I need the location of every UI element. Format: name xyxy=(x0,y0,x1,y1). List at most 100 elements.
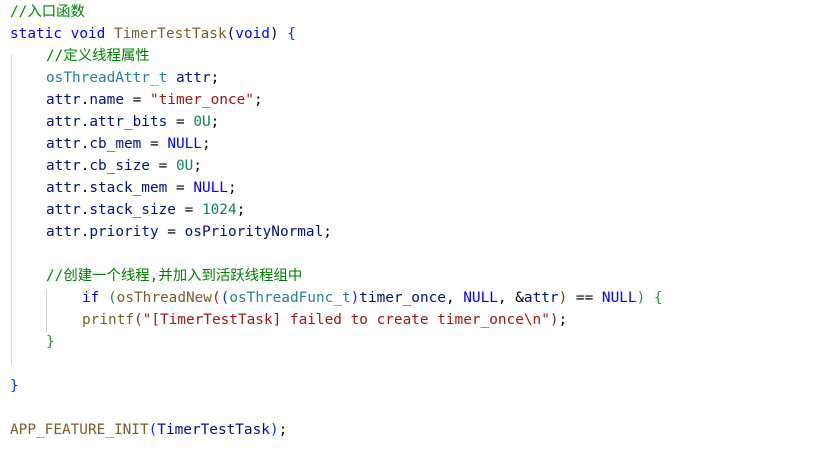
code-function: osThreadNew xyxy=(116,290,212,306)
code-punctuation: = xyxy=(167,114,194,130)
code-identifier: timer_once xyxy=(359,290,446,306)
code-punctuation: = xyxy=(167,180,194,196)
code-identifier: name xyxy=(89,92,124,108)
code-line-4: osThreadAttr_t attr; xyxy=(46,67,219,89)
code-identifier: priority xyxy=(89,224,159,240)
code-line-2: static void TimerTestTask(void) { xyxy=(10,23,296,45)
code-line-10: attr.stack_size = 1024; xyxy=(46,199,245,221)
code-bracket: } xyxy=(10,378,19,394)
code-line-15: printf("[TimerTestTask] failed to create… xyxy=(82,309,567,331)
code-number: 0U xyxy=(193,114,211,130)
code-punctuation xyxy=(99,290,108,306)
code-punctuation xyxy=(167,70,176,86)
code-type: osThreadFunc_t xyxy=(229,290,351,306)
code-bracket: ) xyxy=(350,290,360,306)
code-identifier: attr xyxy=(46,224,81,240)
code-bracket: ( xyxy=(211,290,221,306)
code-punctuation: . xyxy=(80,158,90,174)
code-comment: //定义线程属性 xyxy=(46,48,150,64)
code-punctuation: = xyxy=(123,92,150,108)
code-keyword: static xyxy=(10,26,62,42)
code-punctuation: = xyxy=(141,136,168,152)
code-comment: //入口函数 xyxy=(10,4,85,20)
code-bracket: ( xyxy=(220,290,230,306)
code-bracket: ( xyxy=(108,290,117,306)
code-punctuation: . xyxy=(80,202,90,218)
code-string: "timer_once" xyxy=(149,92,254,108)
code-keyword: void xyxy=(70,26,106,42)
code-identifier: attr_bits xyxy=(89,114,168,130)
code-identifier: attr xyxy=(523,290,559,306)
code-identifier: TimerTestTask xyxy=(157,422,270,438)
code-punctuation: == xyxy=(567,290,602,306)
code-keyword: if xyxy=(82,290,100,306)
code-punctuation: ; xyxy=(227,180,237,196)
code-punctuation: ; xyxy=(236,202,246,218)
code-keyword: NULL xyxy=(463,290,498,306)
code-identifier: cb_size xyxy=(89,158,150,174)
code-punctuation: , xyxy=(445,290,464,306)
code-type: osThreadAttr_t xyxy=(46,70,168,86)
code-bracket: ( xyxy=(133,312,143,328)
code-identifier: stack_size xyxy=(89,202,176,218)
code-punctuation: ; xyxy=(210,114,220,130)
code-punctuation xyxy=(62,26,71,42)
code-line-16: } xyxy=(46,331,55,353)
code-function: printf xyxy=(82,312,134,328)
code-punctuation: = xyxy=(158,224,185,240)
code-punctuation: ; xyxy=(210,70,220,86)
code-number: 1024 xyxy=(201,202,237,218)
code-bracket: ) xyxy=(636,290,646,306)
code-punctuation: ) xyxy=(269,26,288,42)
code-function: TimerTestTask xyxy=(113,26,227,42)
code-punctuation: ; xyxy=(278,422,288,438)
code-identifier: stack_mem xyxy=(89,180,168,196)
code-identifier: attr xyxy=(46,114,81,130)
code-punctuation: , & xyxy=(497,290,524,306)
code-keyword: NULL xyxy=(601,290,637,306)
code-punctuation: = xyxy=(175,202,202,218)
code-string: "[TimerTestTask] failed to create timer_… xyxy=(142,312,550,328)
code-bracket: ) xyxy=(269,422,279,438)
code-punctuation: ; xyxy=(201,136,211,152)
code-punctuation: ; xyxy=(253,92,263,108)
code-identifier: osPriorityNormal xyxy=(184,224,324,240)
code-identifier: attr xyxy=(175,70,211,86)
code-punctuation: . xyxy=(80,180,90,196)
code-bracket: ( xyxy=(148,422,158,438)
code-punctuation xyxy=(105,26,114,42)
code-punctuation: . xyxy=(80,136,90,152)
code-keyword: void xyxy=(235,26,270,42)
code-line-20: APP_FEATURE_INIT(TimerTestTask); xyxy=(10,419,287,441)
code-punctuation: ( xyxy=(226,26,236,42)
code-bracket: { xyxy=(287,26,296,42)
code-punctuation: . xyxy=(80,92,90,108)
code-function: APP_FEATURE_INIT xyxy=(10,422,149,438)
code-keyword: NULL xyxy=(167,136,202,152)
code-number: 0U xyxy=(175,158,194,174)
code-punctuation: ; xyxy=(323,224,332,240)
code-identifier: attr xyxy=(46,202,81,218)
code-line-11: attr.priority = osPriorityNormal; xyxy=(46,221,332,243)
code-line-6: attr.attr_bits = 0U; xyxy=(46,111,219,133)
code-bracket: ) xyxy=(549,312,559,328)
code-line-5: attr.name = "timer_once"; xyxy=(46,89,263,111)
code-line-13: //创建一个线程,并加入到活跃线程组中 xyxy=(46,265,302,287)
code-punctuation: . xyxy=(80,114,90,130)
code-line-8: attr.cb_size = 0U; xyxy=(46,155,202,177)
code-punctuation xyxy=(645,290,654,306)
code-identifier: attr xyxy=(46,136,81,152)
code-line-1: //入口函数 xyxy=(10,1,85,23)
code-punctuation: ; xyxy=(193,158,202,174)
code-line-9: attr.stack_mem = NULL; xyxy=(46,177,237,199)
code-identifier: attr xyxy=(46,158,81,174)
code-line-14: if (osThreadNew((osThreadFunc_t)timer_on… xyxy=(82,287,663,309)
code-bracket: } xyxy=(46,334,55,350)
code-line-3: //定义线程属性 xyxy=(46,45,150,67)
code-identifier: attr xyxy=(46,180,81,196)
code-punctuation: = xyxy=(149,158,176,174)
code-comment: //创建一个线程,并加入到活跃线程组中 xyxy=(46,268,303,284)
code-line-18: } xyxy=(10,375,19,397)
code-keyword: NULL xyxy=(193,180,228,196)
